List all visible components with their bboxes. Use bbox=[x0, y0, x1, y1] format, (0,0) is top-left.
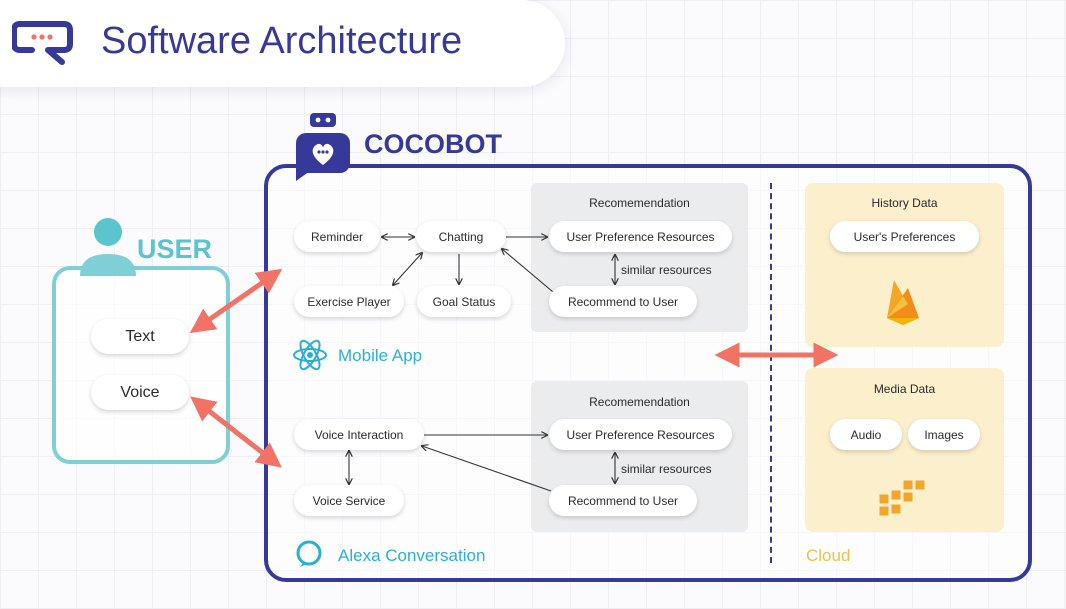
goal-status-node: Goal Status bbox=[417, 286, 511, 317]
audio-node: Audio bbox=[830, 419, 902, 450]
recommend-voice-edge bbox=[422, 446, 552, 492]
aws-boxes-icon bbox=[878, 479, 926, 517]
react-icon bbox=[293, 339, 327, 371]
header-banner bbox=[0, 0, 565, 87]
voice-service-node: Voice Service bbox=[294, 485, 404, 516]
cloud-divider bbox=[770, 183, 772, 563]
chatting-node: Chatting bbox=[416, 221, 506, 252]
user-preferences-node: User's Preferences bbox=[830, 221, 979, 252]
mobile-recommendation-title: Recomemendation bbox=[589, 196, 690, 210]
chat-logo-icon bbox=[12, 21, 73, 65]
recommend-chatting-edge bbox=[502, 249, 554, 293]
mobile-recommend-node: Recommend to User bbox=[549, 286, 697, 317]
alexa-recommendation-title: Recomemendation bbox=[589, 395, 690, 409]
media-data-title: Media Data bbox=[873, 382, 936, 396]
chatting-exercise-edge bbox=[393, 253, 422, 285]
history-data-title: History Data bbox=[871, 196, 938, 210]
text-input-node: Text bbox=[91, 319, 189, 354]
mobile-app-label: Mobile App bbox=[338, 346, 423, 365]
user-label: USER bbox=[137, 234, 213, 264]
voice-input-node: Voice bbox=[91, 375, 189, 410]
voice-alexa-arrow bbox=[190, 396, 282, 468]
user-icon bbox=[80, 218, 136, 276]
text-app-arrow bbox=[189, 268, 283, 334]
images-node: Images bbox=[908, 419, 980, 450]
reminder-node: Reminder bbox=[294, 221, 380, 252]
robot-heart-icon bbox=[296, 113, 350, 181]
voice-interaction-node: Voice Interaction bbox=[294, 419, 424, 450]
cloud-label: Cloud bbox=[806, 546, 851, 565]
exercise-player-node: Exercise Player bbox=[294, 286, 404, 317]
media-data-panel bbox=[805, 368, 1004, 532]
alexa-user-preference-node: User Preference Resources bbox=[549, 419, 732, 450]
firebase-icon bbox=[887, 280, 919, 325]
alexa-conversation-label: Alexa Conversation bbox=[338, 546, 486, 565]
mobile-similar-label: similar resources bbox=[621, 263, 712, 277]
alexa-icon bbox=[296, 540, 322, 567]
alexa-similar-label: similar resources bbox=[621, 462, 712, 476]
mobile-user-preference-node: User Preference Resources bbox=[549, 221, 732, 252]
page-title: Software Architecture bbox=[101, 20, 463, 62]
alexa-recommend-node: Recommend to User bbox=[549, 485, 697, 516]
cocobot-title: COCOBOT bbox=[364, 129, 502, 159]
